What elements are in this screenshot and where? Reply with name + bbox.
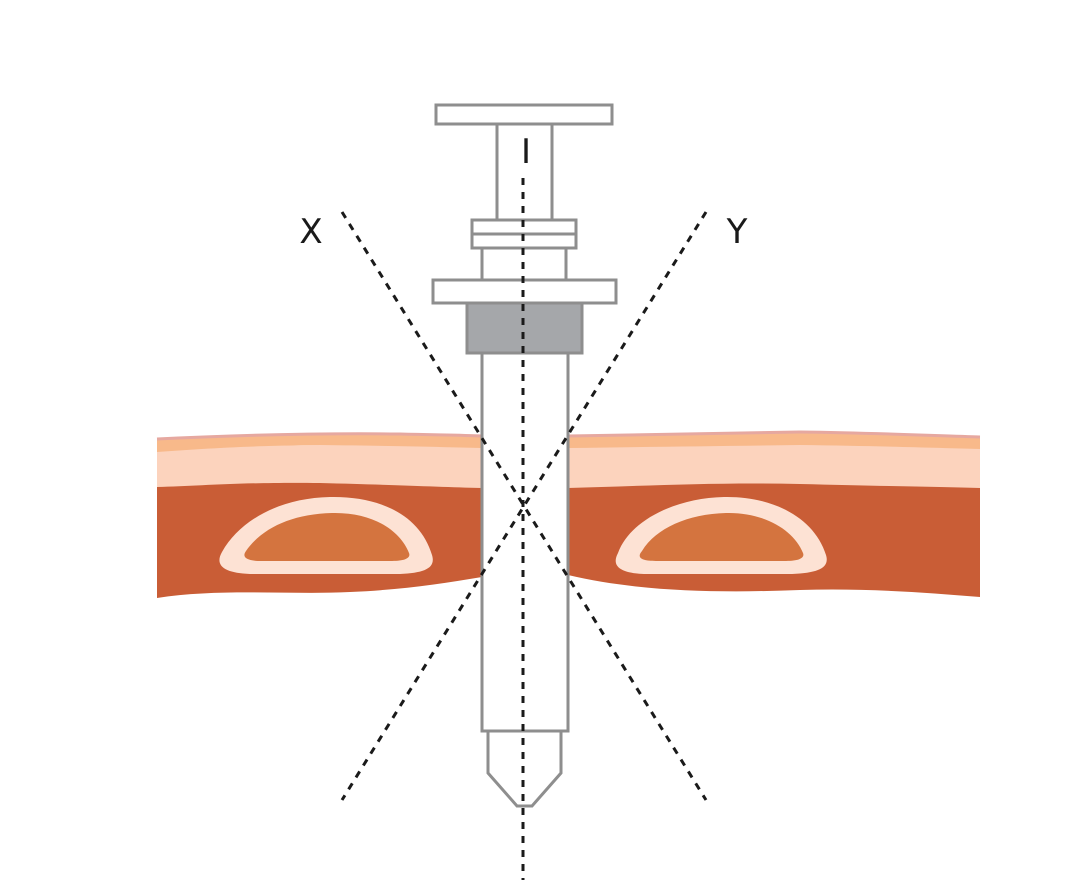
tissue-right bbox=[567, 430, 981, 597]
plunger-thumb-pad bbox=[434, 103, 614, 126]
syringe bbox=[431, 103, 618, 808]
tissue-left-dermis bbox=[157, 444, 482, 488]
tissue-left-epidermis bbox=[157, 434, 482, 452]
reference-lines bbox=[340, 178, 708, 880]
tissue-right-epidermis bbox=[568, 433, 980, 449]
axis-line-x bbox=[340, 211, 708, 801]
tissue-left-surface bbox=[156, 432, 483, 441]
label-vertical-axis: I bbox=[521, 132, 531, 172]
tissue-right-dermis bbox=[568, 444, 980, 488]
syringe-hub bbox=[465, 301, 584, 355]
label-y-axis: Y bbox=[726, 212, 748, 252]
tissue-right-surface bbox=[567, 430, 981, 439]
label-x-axis: X bbox=[299, 212, 322, 252]
tissue-left bbox=[156, 432, 483, 598]
axis-line-y bbox=[340, 211, 708, 801]
vessel-left-core bbox=[244, 512, 410, 561]
syringe-barrel bbox=[480, 351, 570, 733]
vessel-right-core bbox=[639, 512, 804, 561]
